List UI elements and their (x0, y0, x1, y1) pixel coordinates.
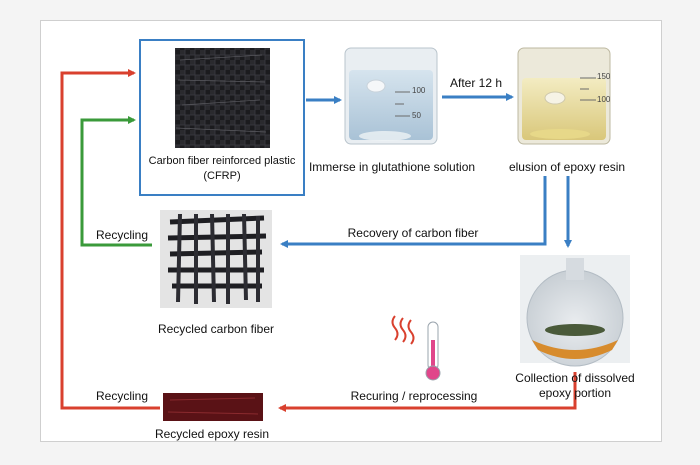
arrow-recuring (278, 372, 577, 412)
thermometer-icon (425, 321, 441, 381)
recycled-fiber-label: Recycled carbon fiber (157, 322, 275, 336)
arrow-recycling-fiber (80, 116, 152, 247)
immerse-label: Immerse in glutathione solution (308, 160, 476, 174)
beaker2-mark-100: 100 (597, 95, 611, 104)
cfrp-label-line1: Carbon fiber reinforced plastic (148, 155, 296, 167)
recycled-resin-photo (163, 393, 263, 421)
cfrp-label-line2: (CFRP) (203, 170, 241, 182)
cfrp-photo (175, 48, 270, 148)
recycling-top-label: Recycling (96, 228, 149, 242)
beaker-glutathione (344, 47, 438, 145)
beaker-elusion (517, 47, 611, 145)
collection-label-line2: epoxy portion (538, 386, 612, 400)
arrow-recycling-resin (60, 69, 160, 410)
recycled-fiber-photo (160, 210, 272, 308)
elusion-label: elusion of epoxy resin (508, 160, 626, 174)
beaker2-mark-150: 150 (597, 72, 611, 81)
recycling-bottom-label: Recycling (96, 389, 149, 403)
cfrp-frame (139, 39, 305, 196)
heat-icon (391, 315, 415, 345)
recovery-label: Recovery of carbon fiber (347, 226, 479, 240)
recuring-label: Recuring / reprocessing (350, 389, 478, 403)
beaker1-mark-50: 50 (412, 111, 421, 120)
collection-label-line1: Collection of dissolved (515, 371, 635, 385)
beaker1-mark-100: 100 (412, 86, 426, 95)
after-label: After 12 h (449, 76, 503, 90)
flask-photo (520, 255, 630, 367)
arrow-recovery (280, 176, 547, 248)
recycled-resin-label: Recycled epoxy resin (154, 427, 270, 441)
